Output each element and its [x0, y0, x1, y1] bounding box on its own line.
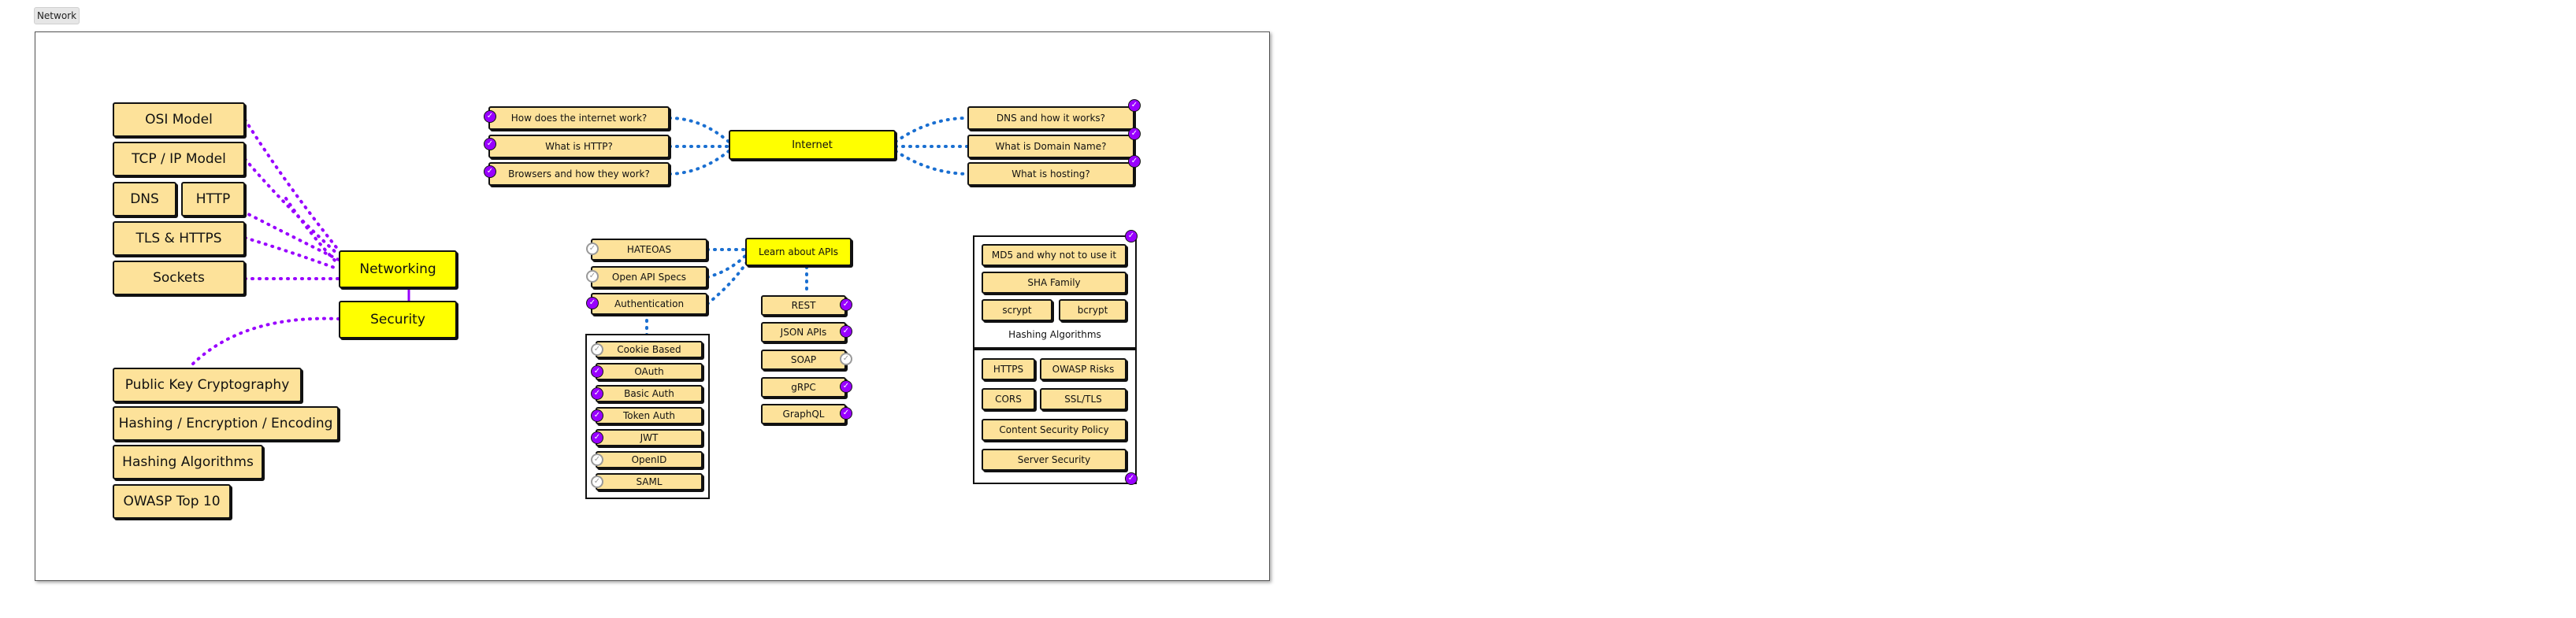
- check-pending-icon[interactable]: ✓: [586, 242, 599, 255]
- api-soap[interactable]: SOAP: [761, 350, 846, 370]
- topic-open-api-specs[interactable]: Open API Specs: [591, 266, 707, 288]
- check-done-icon[interactable]: ✓: [840, 298, 852, 311]
- websec-ssl-tls[interactable]: SSL/TLS: [1040, 388, 1127, 410]
- topic-osi-model[interactable]: OSI Model: [113, 102, 245, 137]
- hub-networking[interactable]: Networking: [339, 250, 457, 288]
- topic-public-key-cryptography[interactable]: Public Key Cryptography: [113, 368, 302, 402]
- topic-what-is-http[interactable]: What is HTTP?: [488, 135, 670, 158]
- api-json-apis[interactable]: JSON APIs: [761, 322, 846, 342]
- topic-browsers[interactable]: Browsers and how they work?: [488, 162, 670, 186]
- check-done-icon[interactable]: ✓: [484, 138, 496, 150]
- hub-learn-about-apis[interactable]: Learn about APIs: [745, 238, 852, 266]
- check-done-icon[interactable]: ✓: [1128, 128, 1141, 140]
- topic-hateoas[interactable]: HATEOAS: [591, 239, 707, 261]
- tab-network[interactable]: Network: [34, 7, 80, 24]
- check-pending-icon[interactable]: ✓: [591, 343, 603, 356]
- hash-sha-family[interactable]: SHA Family: [982, 272, 1127, 294]
- check-pending-icon[interactable]: ✓: [591, 476, 603, 488]
- check-done-icon[interactable]: ✓: [586, 297, 599, 309]
- check-pending-icon[interactable]: ✓: [591, 453, 603, 466]
- topic-how-internet-works[interactable]: How does the internet work?: [488, 106, 670, 130]
- auth-jwt[interactable]: JWT: [596, 429, 703, 446]
- api-rest[interactable]: REST: [761, 295, 846, 316]
- topic-hosting[interactable]: What is hosting?: [967, 162, 1134, 186]
- topic-authentication[interactable]: Authentication: [591, 293, 707, 315]
- topic-hashing-algorithms[interactable]: Hashing Algorithms: [113, 445, 263, 479]
- auth-saml[interactable]: SAML: [596, 473, 703, 490]
- websec-https[interactable]: HTTPS: [982, 358, 1035, 380]
- auth-openid[interactable]: OpenID: [596, 451, 703, 468]
- check-done-icon[interactable]: ✓: [591, 365, 603, 378]
- auth-token-auth[interactable]: Token Auth: [596, 407, 703, 424]
- check-done-icon[interactable]: ✓: [484, 165, 496, 178]
- check-done-icon[interactable]: ✓: [591, 387, 603, 400]
- topic-dns[interactable]: DNS: [113, 182, 176, 216]
- hub-security[interactable]: Security: [339, 301, 457, 339]
- check-done-icon[interactable]: ✓: [1128, 99, 1141, 112]
- check-done-icon[interactable]: ✓: [840, 407, 852, 420]
- auth-oauth[interactable]: OAuth: [596, 363, 703, 380]
- websec-server-security[interactable]: Server Security: [982, 449, 1127, 471]
- hash-md5[interactable]: MD5 and why not to use it: [982, 244, 1127, 266]
- check-pending-icon[interactable]: ✓: [586, 270, 599, 283]
- api-graphql[interactable]: GraphQL: [761, 404, 846, 424]
- check-done-icon[interactable]: ✓: [1125, 472, 1138, 485]
- check-done-icon[interactable]: ✓: [591, 431, 603, 444]
- websec-csp[interactable]: Content Security Policy: [982, 419, 1127, 441]
- hashing-caption: Hashing Algorithms: [1008, 329, 1101, 340]
- check-done-icon[interactable]: ✓: [1128, 155, 1141, 168]
- hash-bcrypt[interactable]: bcrypt: [1059, 299, 1127, 321]
- check-done-icon[interactable]: ✓: [840, 380, 852, 393]
- topic-owasp-top-10[interactable]: OWASP Top 10: [113, 484, 231, 519]
- check-done-icon[interactable]: ✓: [1125, 230, 1138, 242]
- check-done-icon[interactable]: ✓: [484, 110, 496, 123]
- auth-cookie-based[interactable]: Cookie Based: [596, 341, 703, 358]
- topic-domain-name[interactable]: What is Domain Name?: [967, 135, 1134, 158]
- websec-owasp-risks[interactable]: OWASP Risks: [1040, 358, 1127, 380]
- topic-sockets[interactable]: Sockets: [113, 261, 245, 295]
- topic-tcp-ip-model[interactable]: TCP / IP Model: [113, 142, 245, 176]
- websec-cors[interactable]: CORS: [982, 388, 1035, 410]
- check-done-icon[interactable]: ✓: [591, 409, 603, 422]
- auth-basic-auth[interactable]: Basic Auth: [596, 385, 703, 402]
- topic-hashing-encryption-encoding[interactable]: Hashing / Encryption / Encoding: [113, 406, 339, 441]
- topic-dns-how-it-works[interactable]: DNS and how it works?: [967, 106, 1134, 130]
- topic-http[interactable]: HTTP: [181, 182, 245, 216]
- hash-scrypt[interactable]: scrypt: [982, 299, 1052, 321]
- topic-tls-https[interactable]: TLS & HTTPS: [113, 221, 245, 256]
- api-grpc[interactable]: gRPC: [761, 377, 846, 398]
- check-pending-icon[interactable]: ✓: [840, 353, 852, 365]
- hub-internet[interactable]: Internet: [729, 130, 896, 160]
- check-done-icon[interactable]: ✓: [840, 325, 852, 338]
